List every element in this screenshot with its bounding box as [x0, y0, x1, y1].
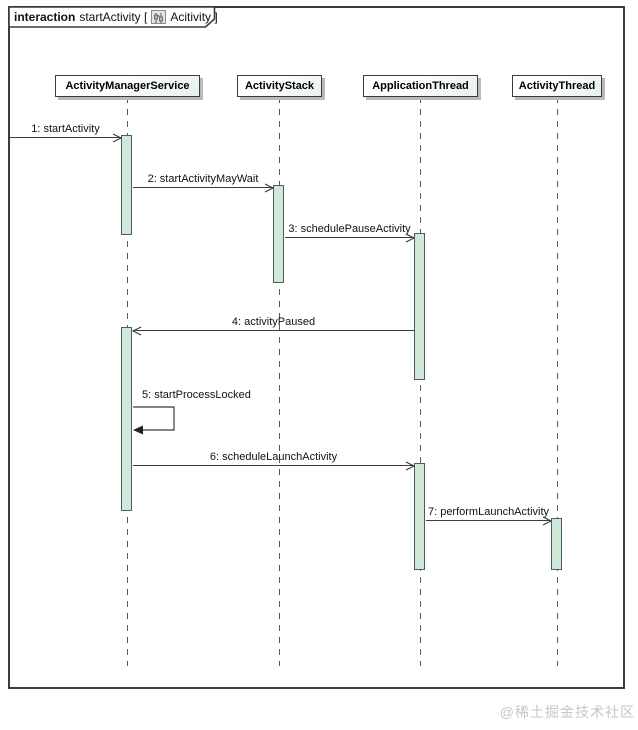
open-arrowhead-icon — [405, 232, 415, 243]
activation-activitystack-1 — [273, 185, 284, 283]
open-arrowhead-icon — [264, 182, 274, 193]
activation-activitythread-1 — [551, 518, 562, 570]
message-6-schedulelaunchactivity: 6: scheduleLaunchActivity — [133, 446, 415, 471]
frame-kind-label: interaction — [14, 10, 76, 24]
message-2-startactivitymaywait: 2: startActivityMayWait — [133, 168, 274, 193]
message-7-performlaunchactivity: 7: performLaunchActivity — [426, 501, 552, 526]
lifeline-head-activitythread: ActivityThread — [512, 75, 602, 97]
message-label: 3: schedulePauseActivity — [288, 223, 411, 235]
activation-applicationthread-1 — [414, 233, 425, 380]
message-label: 1: startActivity — [31, 123, 100, 135]
watermark-text: @稀土掘金技术社区 — [499, 704, 635, 720]
activation-ams-1 — [121, 135, 132, 235]
message-label: 4: activityPaused — [231, 316, 316, 328]
lifeline-head-applicationthread: ApplicationThread — [363, 75, 478, 97]
sequence-diagram-icon — [151, 10, 167, 24]
lifeline-head-activitymanagerservice: ActivityManagerService — [55, 75, 200, 97]
message-5-startprocesslocked: 5: startProcessLocked — [133, 389, 303, 435]
lifeline-activitythread — [557, 97, 558, 666]
message-4-activitypaused: 4: activityPaused — [132, 311, 414, 336]
frame-ref-label: Acitivity ] — [170, 10, 218, 24]
open-arrowhead-icon — [112, 132, 122, 143]
lifeline-name: ActivityThread — [518, 80, 596, 92]
message-label: 6: scheduleLaunchActivity — [209, 451, 338, 463]
message-label: 2: startActivityMayWait — [147, 173, 259, 185]
open-arrowhead-icon — [405, 460, 415, 471]
lifeline-name: ActivityStack — [244, 80, 315, 92]
interaction-frame — [8, 6, 625, 689]
activation-applicationthread-2 — [414, 463, 425, 570]
lifeline-name: ActivityManagerService — [65, 80, 190, 92]
frame-title: interaction startActivity [ Acitivity ] — [14, 8, 218, 26]
frame-name-label: startActivity [ — [79, 10, 148, 24]
self-message-arrow-icon — [133, 406, 175, 435]
message-label: 7: performLaunchActivity — [427, 506, 550, 518]
open-arrowhead-icon — [132, 325, 142, 336]
message-label: 5: startProcessLocked — [142, 389, 251, 401]
message-1-startactivity: 1: startActivity — [10, 118, 122, 143]
lifeline-applicationthread — [420, 97, 421, 666]
open-arrowhead-icon — [542, 515, 552, 526]
message-3-schedulepauseactivity: 3: schedulePauseActivity — [285, 218, 415, 243]
lifeline-activitystack — [279, 97, 280, 666]
lifeline-name: ApplicationThread — [372, 80, 469, 92]
activation-ams-2 — [121, 327, 132, 511]
lifeline-head-activitystack: ActivityStack — [237, 75, 322, 97]
